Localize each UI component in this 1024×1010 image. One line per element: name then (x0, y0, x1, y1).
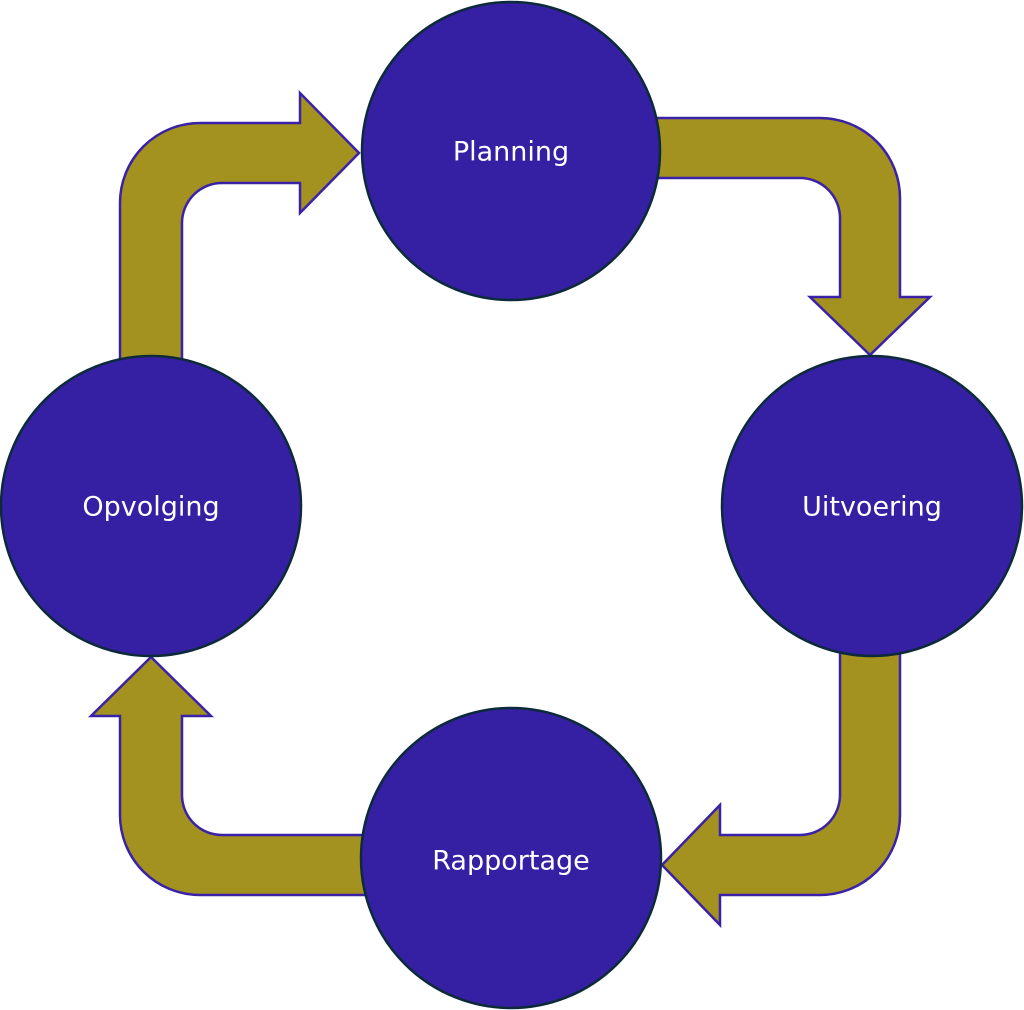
node-planning-circle (360, 0, 662, 302)
node-rapportage: Rapportage (359, 706, 663, 1010)
node-uitvoering: Uitvoering (720, 354, 1024, 658)
arrow-uitvoering-to-rapportage (660, 638, 902, 929)
arrow-opvolging-to-planning (118, 89, 361, 372)
arrow-rapportage-to-opvolging (87, 655, 382, 897)
node-opvolging: Opvolging (0, 354, 303, 658)
node-rapportage-label: Rapportage (432, 846, 590, 877)
node-planning-label: Planning (453, 137, 569, 168)
node-rapportage-circle (359, 706, 663, 1010)
node-opvolging-circle (0, 354, 303, 658)
node-uitvoering-circle (720, 354, 1024, 658)
arrow-planning-to-uitvoering (638, 116, 934, 357)
node-uitvoering-label: Uitvoering (802, 492, 942, 523)
node-planning: Planning (360, 0, 662, 302)
node-opvolging-label: Opvolging (82, 492, 219, 523)
